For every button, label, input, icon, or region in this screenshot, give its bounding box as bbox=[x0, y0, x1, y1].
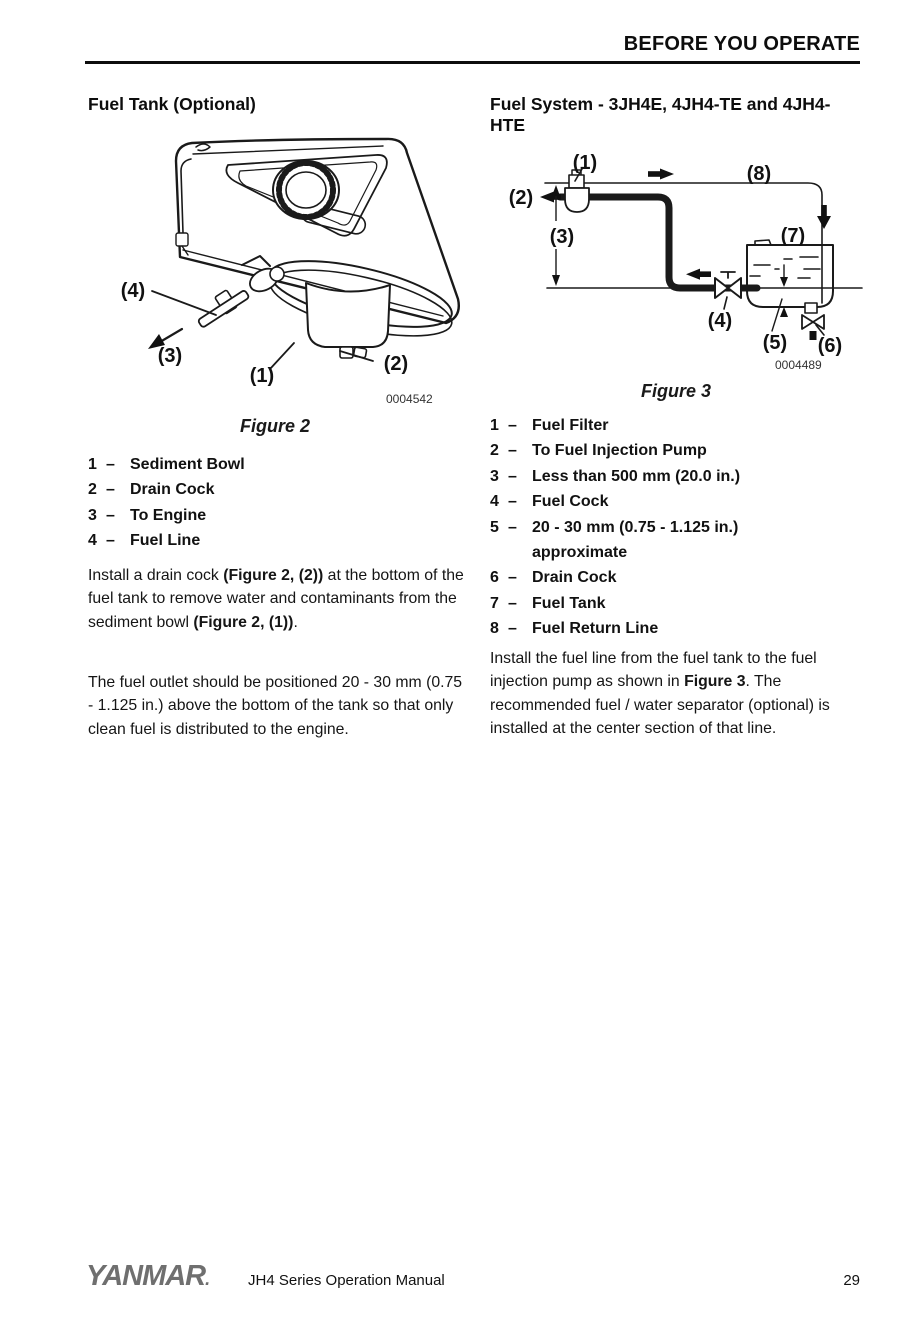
fuel-line-pipe bbox=[197, 290, 250, 328]
callout-2: (2) bbox=[384, 353, 408, 375]
header-rule bbox=[85, 61, 860, 64]
legend-item: 2–To Fuel Injection Pump bbox=[490, 442, 707, 460]
footer-manual-title: JH4 Series Operation Manual bbox=[248, 1272, 445, 1289]
fuel-level-dashes bbox=[749, 256, 821, 279]
fuel-cock-valve bbox=[714, 271, 742, 299]
legend-item: 3–To Engine bbox=[88, 506, 207, 524]
vent-tube bbox=[175, 158, 192, 256]
legend-item: 5–20 - 30 mm (0.75 - 1.125 in.)approxima… bbox=[490, 518, 739, 562]
figure-3-caption: Figure 3 bbox=[640, 381, 711, 401]
legend-item: 6–Drain Cock bbox=[490, 569, 617, 587]
paragraph-install-fuel-line: Install the fuel line from the fuel tank… bbox=[490, 650, 830, 738]
leader-1 bbox=[574, 168, 583, 182]
page-header: BEFORE YOU OPERATE bbox=[623, 33, 860, 55]
fuel-supply-line bbox=[556, 193, 761, 292]
section-heading-fuel-tank: Fuel Tank (Optional) bbox=[88, 94, 256, 114]
to-engine-arrow bbox=[148, 327, 184, 349]
figure-3-code: 0004489 bbox=[775, 358, 822, 372]
callout-8: (8) bbox=[747, 163, 771, 185]
legend-item: 7–Fuel Tank bbox=[490, 594, 606, 612]
fuel-return-line bbox=[544, 182, 823, 304]
paragraph-fuel-outlet: The fuel outlet should be positioned 20 … bbox=[88, 674, 463, 738]
legend-item: 4–Fuel Line bbox=[88, 532, 201, 550]
callout-4: (4) bbox=[708, 310, 732, 332]
flow-arrow-left-line bbox=[686, 268, 711, 280]
legend-item: 1–Fuel Filter bbox=[490, 417, 609, 434]
drain-cock-valve bbox=[801, 302, 825, 340]
callout-3: (3) bbox=[550, 226, 574, 248]
legend-item: 3–Less than 500 mm (20.0 in.) bbox=[490, 467, 741, 485]
callout-4: (4) bbox=[121, 280, 145, 302]
legend-item: 2–Drain Cock bbox=[88, 481, 215, 499]
leader-1 bbox=[269, 342, 295, 370]
yanmar-logo: YANMAR. bbox=[86, 1260, 210, 1292]
dimension-500mm bbox=[540, 185, 584, 286]
fuel-filter-symbol bbox=[564, 169, 590, 213]
fuel-tank-symbol bbox=[746, 239, 834, 308]
callout-7: (7) bbox=[781, 225, 805, 247]
leader-2 bbox=[339, 350, 374, 362]
flow-arrow-down bbox=[817, 205, 831, 229]
callout-2: (2) bbox=[509, 187, 533, 209]
paragraph-install-drain-cock: Install a drain cock (Figure 2, (2)) at … bbox=[88, 567, 464, 631]
callout-1: (1) bbox=[250, 365, 274, 387]
filler-cap bbox=[272, 160, 340, 220]
figure-3-fuel-system-schematic: (1) (2) (3) (8) (7) (4) (5) (6) 0004489 bbox=[509, 152, 863, 372]
figure-2-code: 0004542 bbox=[386, 392, 433, 406]
fuel-tank-body bbox=[174, 137, 460, 325]
figure-2-legend: 1–Sediment Bowl 2–Drain Cock 3–To Engine… bbox=[88, 452, 468, 554]
flow-arrow-left-pump bbox=[540, 191, 561, 203]
figure-3-legend: 1–Fuel Filter 2–To Fuel Injection Pump 3… bbox=[490, 413, 870, 642]
leader-4 bbox=[151, 290, 217, 316]
callout-1: (1) bbox=[573, 152, 597, 174]
legend-item: 1–Sediment Bowl bbox=[88, 456, 245, 473]
section-heading-fuel-system: Fuel System - 3JH4E, 4JH4-TE and 4JH4-HT… bbox=[490, 94, 831, 135]
leader-6 bbox=[815, 324, 825, 336]
flow-arrow-right bbox=[648, 168, 674, 180]
callout-6: (6) bbox=[818, 335, 842, 357]
drain-cock bbox=[339, 346, 368, 359]
page-number: 29 bbox=[843, 1272, 860, 1289]
dimension-20-30mm bbox=[771, 264, 788, 332]
callout-3: (3) bbox=[158, 345, 182, 367]
sediment-bowl bbox=[305, 282, 391, 348]
legend-item: 4–Fuel Cock bbox=[490, 493, 609, 511]
legend-item: 8–Fuel Return Line bbox=[490, 620, 659, 638]
figure-2-caption: Figure 2 bbox=[239, 416, 310, 436]
leader-4 bbox=[723, 296, 728, 310]
figure-2-fuel-tank-drawing: (4) (3) (1) (2) 0004542 bbox=[121, 137, 460, 406]
callout-5: (5) bbox=[763, 332, 787, 354]
